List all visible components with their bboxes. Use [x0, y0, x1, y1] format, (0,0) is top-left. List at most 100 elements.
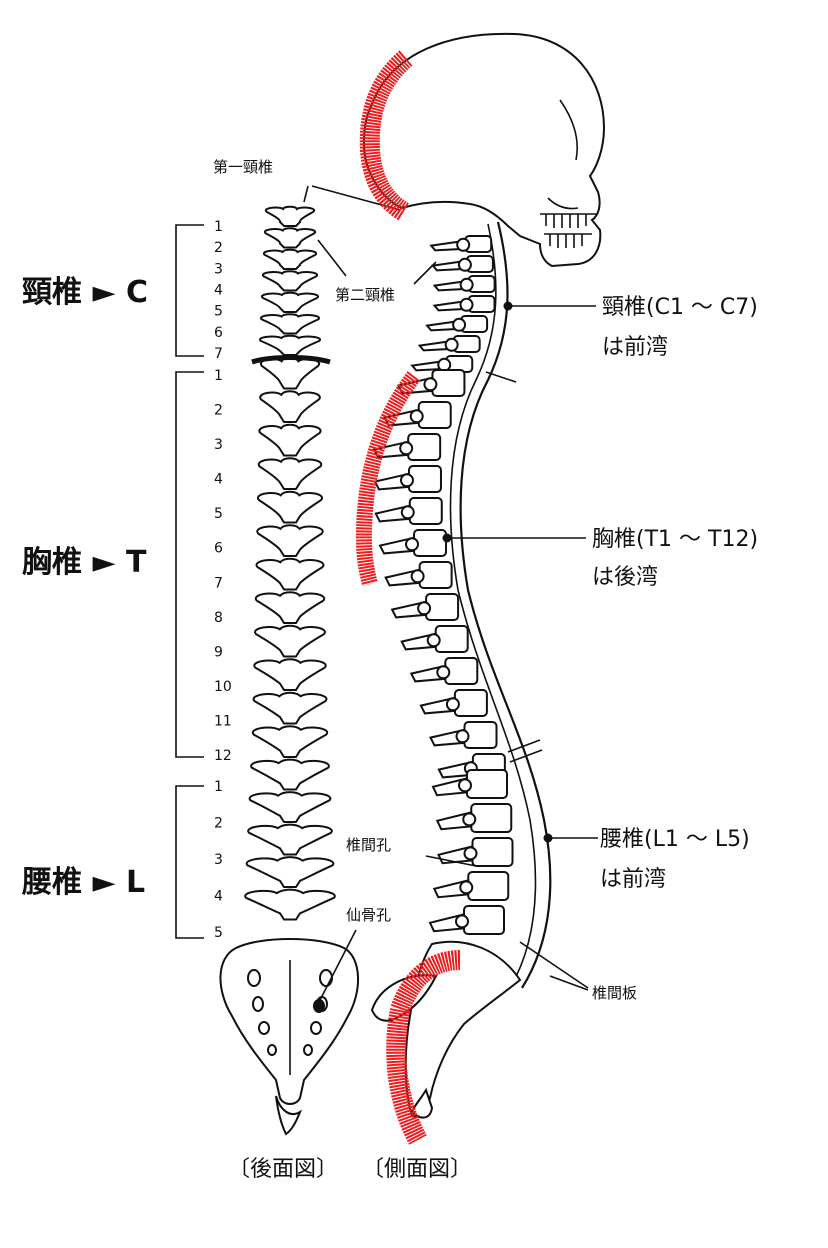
- posterior-vertebra: [264, 205, 316, 227]
- posterior-vertebra: [263, 227, 317, 249]
- break-mark: [485, 371, 543, 763]
- lateral-vertebra: [431, 769, 508, 799]
- lateral-vertebra: [409, 657, 479, 685]
- thoracic-note-line1: 胸椎(T1 ～ T12): [592, 527, 758, 552]
- posterior-vertebra: [245, 856, 335, 888]
- red-highlight-sacral: [386, 950, 461, 1145]
- bracket-thoracic: [175, 371, 204, 758]
- vertebra-number: 4: [214, 472, 223, 488]
- posterior-vertebra: [259, 356, 321, 390]
- posterior-vertebra: [259, 313, 321, 335]
- vertebra-number: 2: [214, 403, 223, 419]
- annotation-atlas: 第一頸椎: [213, 158, 273, 176]
- region-label-cervical: 頸椎 ► C: [22, 275, 148, 310]
- posterior-vertebra: [251, 725, 329, 758]
- vertebra-number: 6: [214, 541, 223, 557]
- vertebra-number: 7: [214, 346, 223, 362]
- lateral-vertebra: [373, 465, 442, 493]
- cervical-note-leader: [503, 301, 596, 311]
- lateral-vertebra: [429, 721, 498, 749]
- lateral-vertebra: [432, 295, 496, 313]
- annotation-sacral-foramen: 仙骨孔: [346, 906, 391, 924]
- red-highlight-thoracic: [355, 371, 421, 587]
- posterior-vertebra: [244, 888, 336, 921]
- posterior-vertebra: [253, 658, 327, 691]
- lateral-vertebra: [429, 235, 493, 253]
- vertebra-number: 3: [214, 437, 223, 453]
- skull-lateral: [362, 32, 606, 268]
- lateral-spine-anterior-line: [459, 221, 552, 989]
- lateral-vertebra: [428, 905, 505, 935]
- lumbar-note-leader: [543, 833, 598, 843]
- red-highlight-skull: [359, 50, 413, 221]
- vertebra-number: 7: [214, 575, 223, 591]
- posterior-spine: [235, 205, 345, 953]
- disc-leader: [519, 941, 589, 991]
- annotation-foramen: 椎間孔: [346, 836, 391, 854]
- vertebra-number: 12: [214, 748, 232, 764]
- vertebra-number: 3: [214, 852, 223, 868]
- vertebra-number: 2: [214, 240, 223, 256]
- posterior-vertebra: [258, 423, 322, 457]
- lumbar-note-line2: は前湾: [600, 867, 666, 892]
- posterior-vertebra: [258, 334, 322, 356]
- bracket-lumbar: [175, 785, 204, 939]
- annotation-axis: 第二頸椎: [335, 286, 395, 304]
- vertebra-number: 1: [214, 368, 223, 384]
- posterior-vertebra: [262, 248, 318, 270]
- sacral-foramen-marker: [313, 999, 325, 1013]
- vertebra-number: 5: [214, 506, 223, 522]
- vertebra-number: 9: [214, 644, 223, 660]
- vertebra-number: 4: [214, 889, 223, 905]
- thoracic-note-line2: は後湾: [592, 565, 658, 590]
- posterior-vertebra: [256, 490, 324, 524]
- lateral-vertebra: [425, 315, 489, 333]
- posterior-vertebra: [256, 524, 324, 557]
- lateral-vertebra: [374, 497, 443, 525]
- c7-band: [251, 355, 331, 365]
- vertebra-number: 8: [214, 610, 223, 626]
- region-label-thoracic: 胸椎 ► T: [22, 545, 147, 580]
- caption-lateral: 〔側面図〕: [362, 1157, 472, 1182]
- thoracic-note-leader: [442, 533, 586, 543]
- posterior-vertebra: [260, 291, 320, 313]
- posterior-vertebra: [247, 823, 333, 856]
- vertebra-number: 4: [214, 283, 223, 299]
- atlas-leader: [303, 185, 401, 211]
- vertebra-number: 5: [214, 304, 223, 320]
- cervical-numbers: 1 2 3 4 5 6 7: [214, 219, 223, 362]
- lateral-vertebra: [390, 593, 460, 621]
- cervical-note-line1: 頸椎(C1 ～ C7): [602, 295, 758, 320]
- lateral-vertebra: [432, 275, 496, 293]
- posterior-vertebra: [252, 691, 328, 725]
- teeth: [540, 213, 596, 248]
- vertebra-number: 3: [214, 261, 223, 277]
- lateral-vertebra: [400, 625, 469, 653]
- lateral-vertebra: [430, 255, 494, 273]
- lateral-vertebra: [384, 561, 453, 589]
- lateral-vertebra: [417, 335, 481, 353]
- posterior-vertebra: [250, 758, 330, 791]
- caption-posterior: 〔後面図〕: [228, 1157, 338, 1182]
- sacrum-posterior: [219, 938, 359, 1136]
- posterior-vertebra: [254, 591, 326, 624]
- lumbar-note-line1: 腰椎(L1 ～ L5): [600, 827, 750, 852]
- vertebra-number: 6: [214, 325, 223, 341]
- vertebra-number: 1: [214, 779, 223, 795]
- sacral-foramen-leader: [319, 929, 357, 1001]
- vertebra-number: 10: [214, 679, 232, 695]
- vertebra-number: 2: [214, 816, 223, 832]
- axis-leader: [317, 239, 437, 285]
- lateral-spine-inner-line: [449, 223, 537, 989]
- bracket-cervical: [175, 224, 204, 357]
- posterior-vertebra: [261, 270, 319, 292]
- annotation-disc: 椎間板: [592, 984, 637, 1002]
- vertebra-number: 11: [214, 713, 232, 729]
- lateral-vertebra: [437, 837, 514, 867]
- vertebra-number: 1: [214, 219, 223, 235]
- posterior-vertebra: [248, 791, 332, 823]
- lateral-vertebra: [435, 803, 513, 833]
